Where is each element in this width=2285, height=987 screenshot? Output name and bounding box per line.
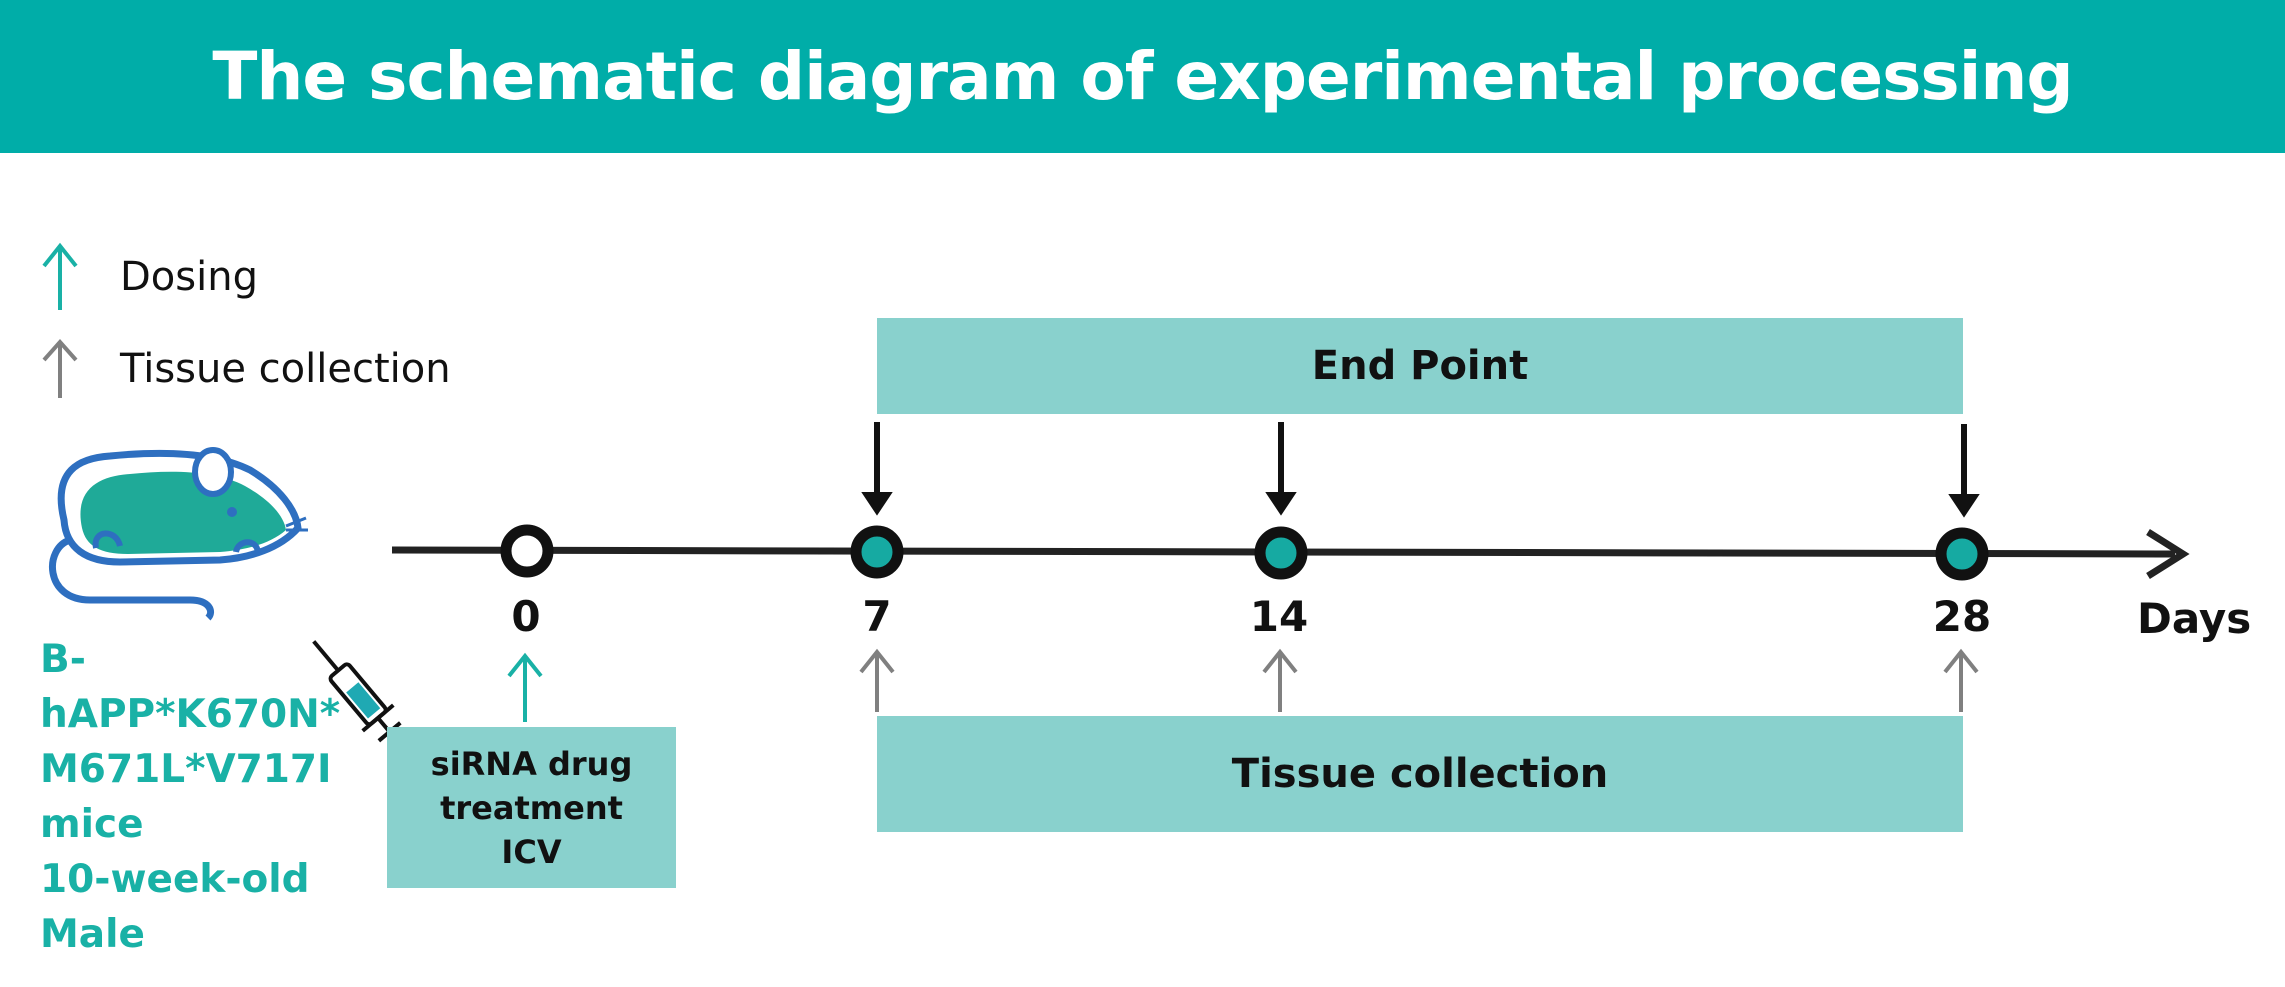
timeline-axis (391, 546, 2176, 558)
mouse-label-line-3: M671L*V717I (40, 747, 332, 792)
tissue-arrow-28 (1943, 648, 1979, 712)
tissue-collection-label: Tissue collection (1231, 751, 1609, 797)
end-point-label: End Point (1311, 343, 1529, 389)
title-banner: The schematic diagram of experimental pr… (0, 0, 2285, 153)
legend-tissue-label: Tissue collection (120, 346, 451, 392)
day-label-28: 28 (1932, 592, 1992, 641)
days-unit-label: Days (2137, 594, 2252, 643)
legend-dosing-label: Dosing (120, 254, 258, 300)
dosing-arrow (507, 652, 543, 722)
mouse-icon (48, 447, 308, 621)
day-label-0: 0 (511, 592, 541, 641)
mouse-strain-label: B- hAPP*K670N* M671L*V717I mice 10-week-… (40, 632, 340, 962)
mouse-label-line-2: hAPP*K670N* (40, 692, 341, 737)
legend-tissue: Tissue collection (38, 336, 451, 402)
tissue-arrow-icon (42, 338, 78, 398)
dosing-arrow-icon (42, 242, 78, 310)
end-point-box: End Point (877, 318, 1963, 414)
mouse-label-line-5: 10-week-old (40, 857, 310, 902)
page-title: The schematic diagram of experimental pr… (212, 38, 2073, 115)
treatment-box: siRNA drug treatment ICV (387, 727, 676, 888)
day-28-marker (1935, 527, 1989, 581)
legend-dosing: Dosing (38, 240, 258, 314)
treatment-line-2: treatment (440, 788, 623, 827)
day-0-marker (500, 524, 554, 578)
tissue-arrow-14 (1262, 648, 1298, 712)
mouse-label-line-1: B- (40, 637, 86, 682)
endpoint-arrow-28 (1948, 424, 1980, 518)
endpoint-arrow-14 (1265, 422, 1297, 516)
endpoint-arrow-7 (861, 422, 893, 516)
mouse-label-line-6: Male (40, 912, 145, 957)
tissue-arrow-7 (859, 648, 895, 712)
treatment-line-3: ICV (501, 832, 562, 871)
mouse-label-line-4: mice (40, 802, 144, 847)
timeline-arrowhead (2146, 529, 2190, 579)
treatment-line-1: siRNA drug (430, 744, 633, 783)
day-14-marker (1254, 526, 1308, 580)
day-label-7: 7 (862, 592, 892, 641)
day-7-marker (850, 525, 904, 579)
day-label-14: 14 (1249, 592, 1309, 641)
tissue-collection-box: Tissue collection (877, 716, 1963, 832)
